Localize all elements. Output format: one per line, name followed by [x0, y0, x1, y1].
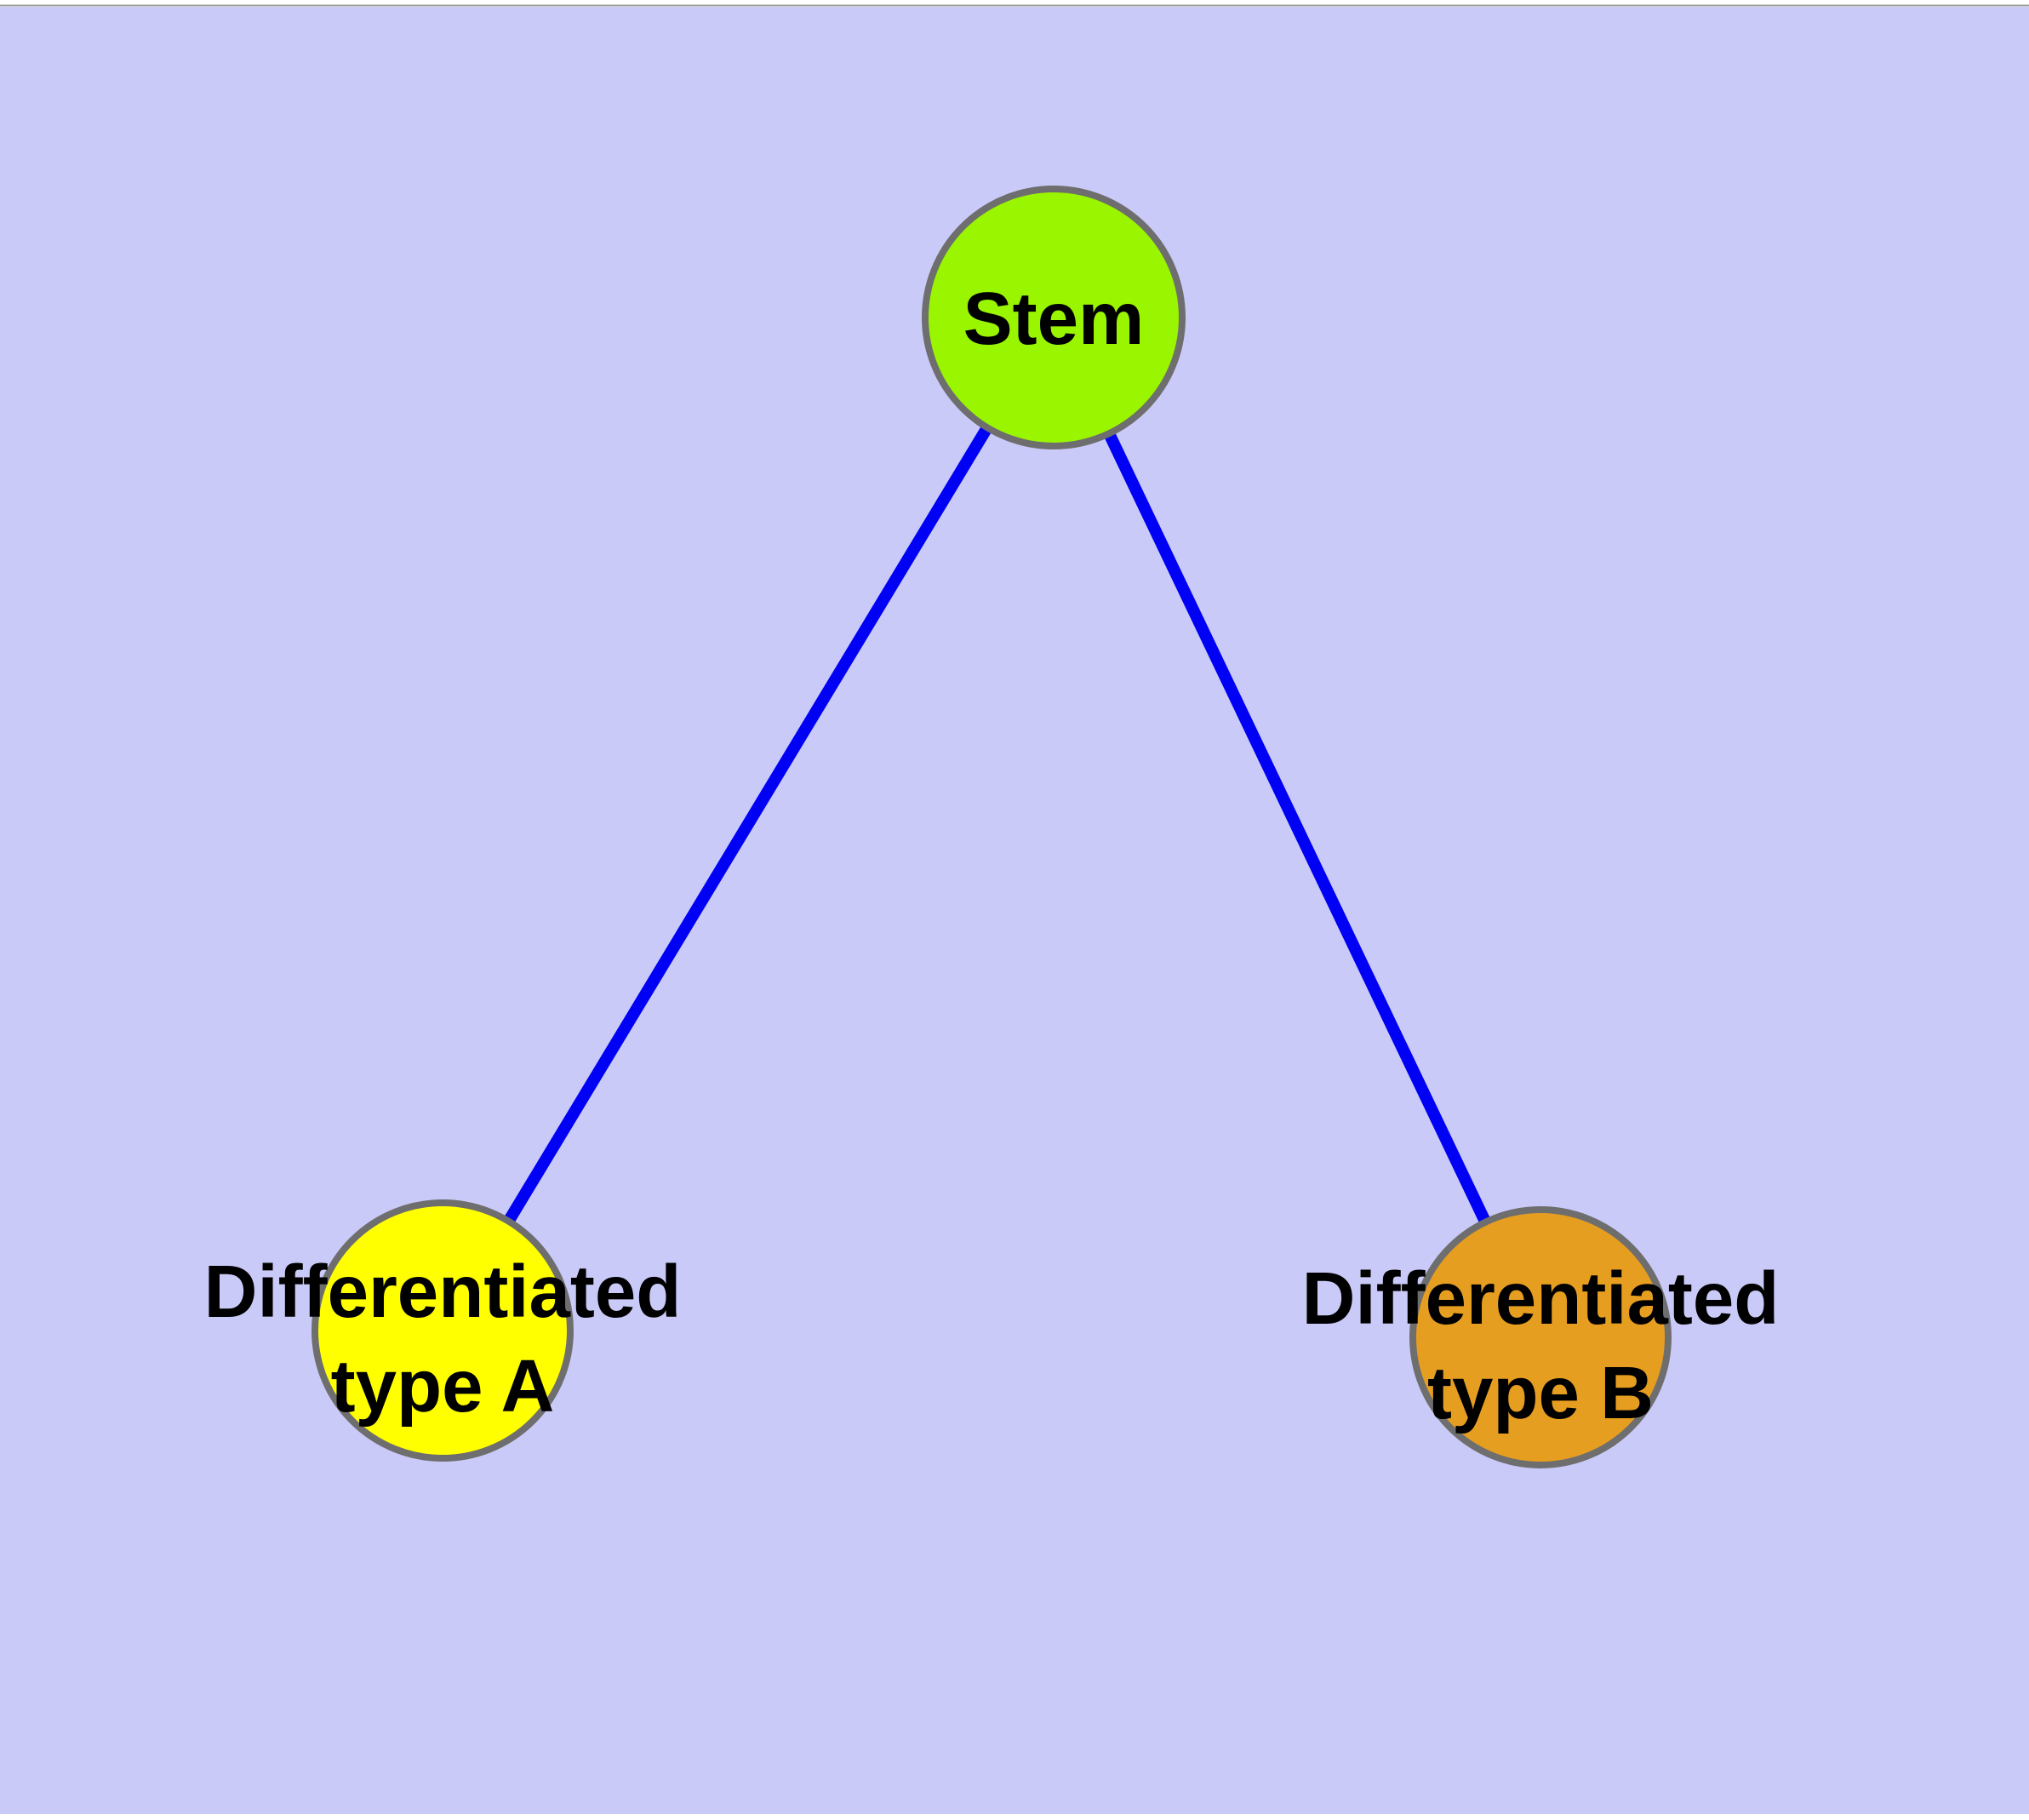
node-type-b-label-line1: Differentiated: [1302, 1257, 1780, 1340]
node-differentiated-type-b: Differentiated type B: [1302, 1206, 1780, 1468]
edge-stem-to-type-a: [437, 314, 1059, 1334]
node-type-b-label-line2: type B: [1427, 1352, 1654, 1434]
edge-stem-to-type-b: [1048, 314, 1546, 1341]
node-differentiated-type-a: Differentiated type A: [204, 1199, 682, 1462]
node-type-a-label-line2: type A: [331, 1345, 555, 1428]
node-type-a-circle: [311, 1199, 574, 1462]
node-stem-label: Stem: [963, 278, 1145, 360]
node-stem: Stem: [922, 186, 1186, 449]
node-type-b-circle: [1409, 1206, 1672, 1468]
node-stem-circle: [922, 186, 1186, 449]
node-type-a-label-line1: Differentiated: [204, 1251, 682, 1333]
